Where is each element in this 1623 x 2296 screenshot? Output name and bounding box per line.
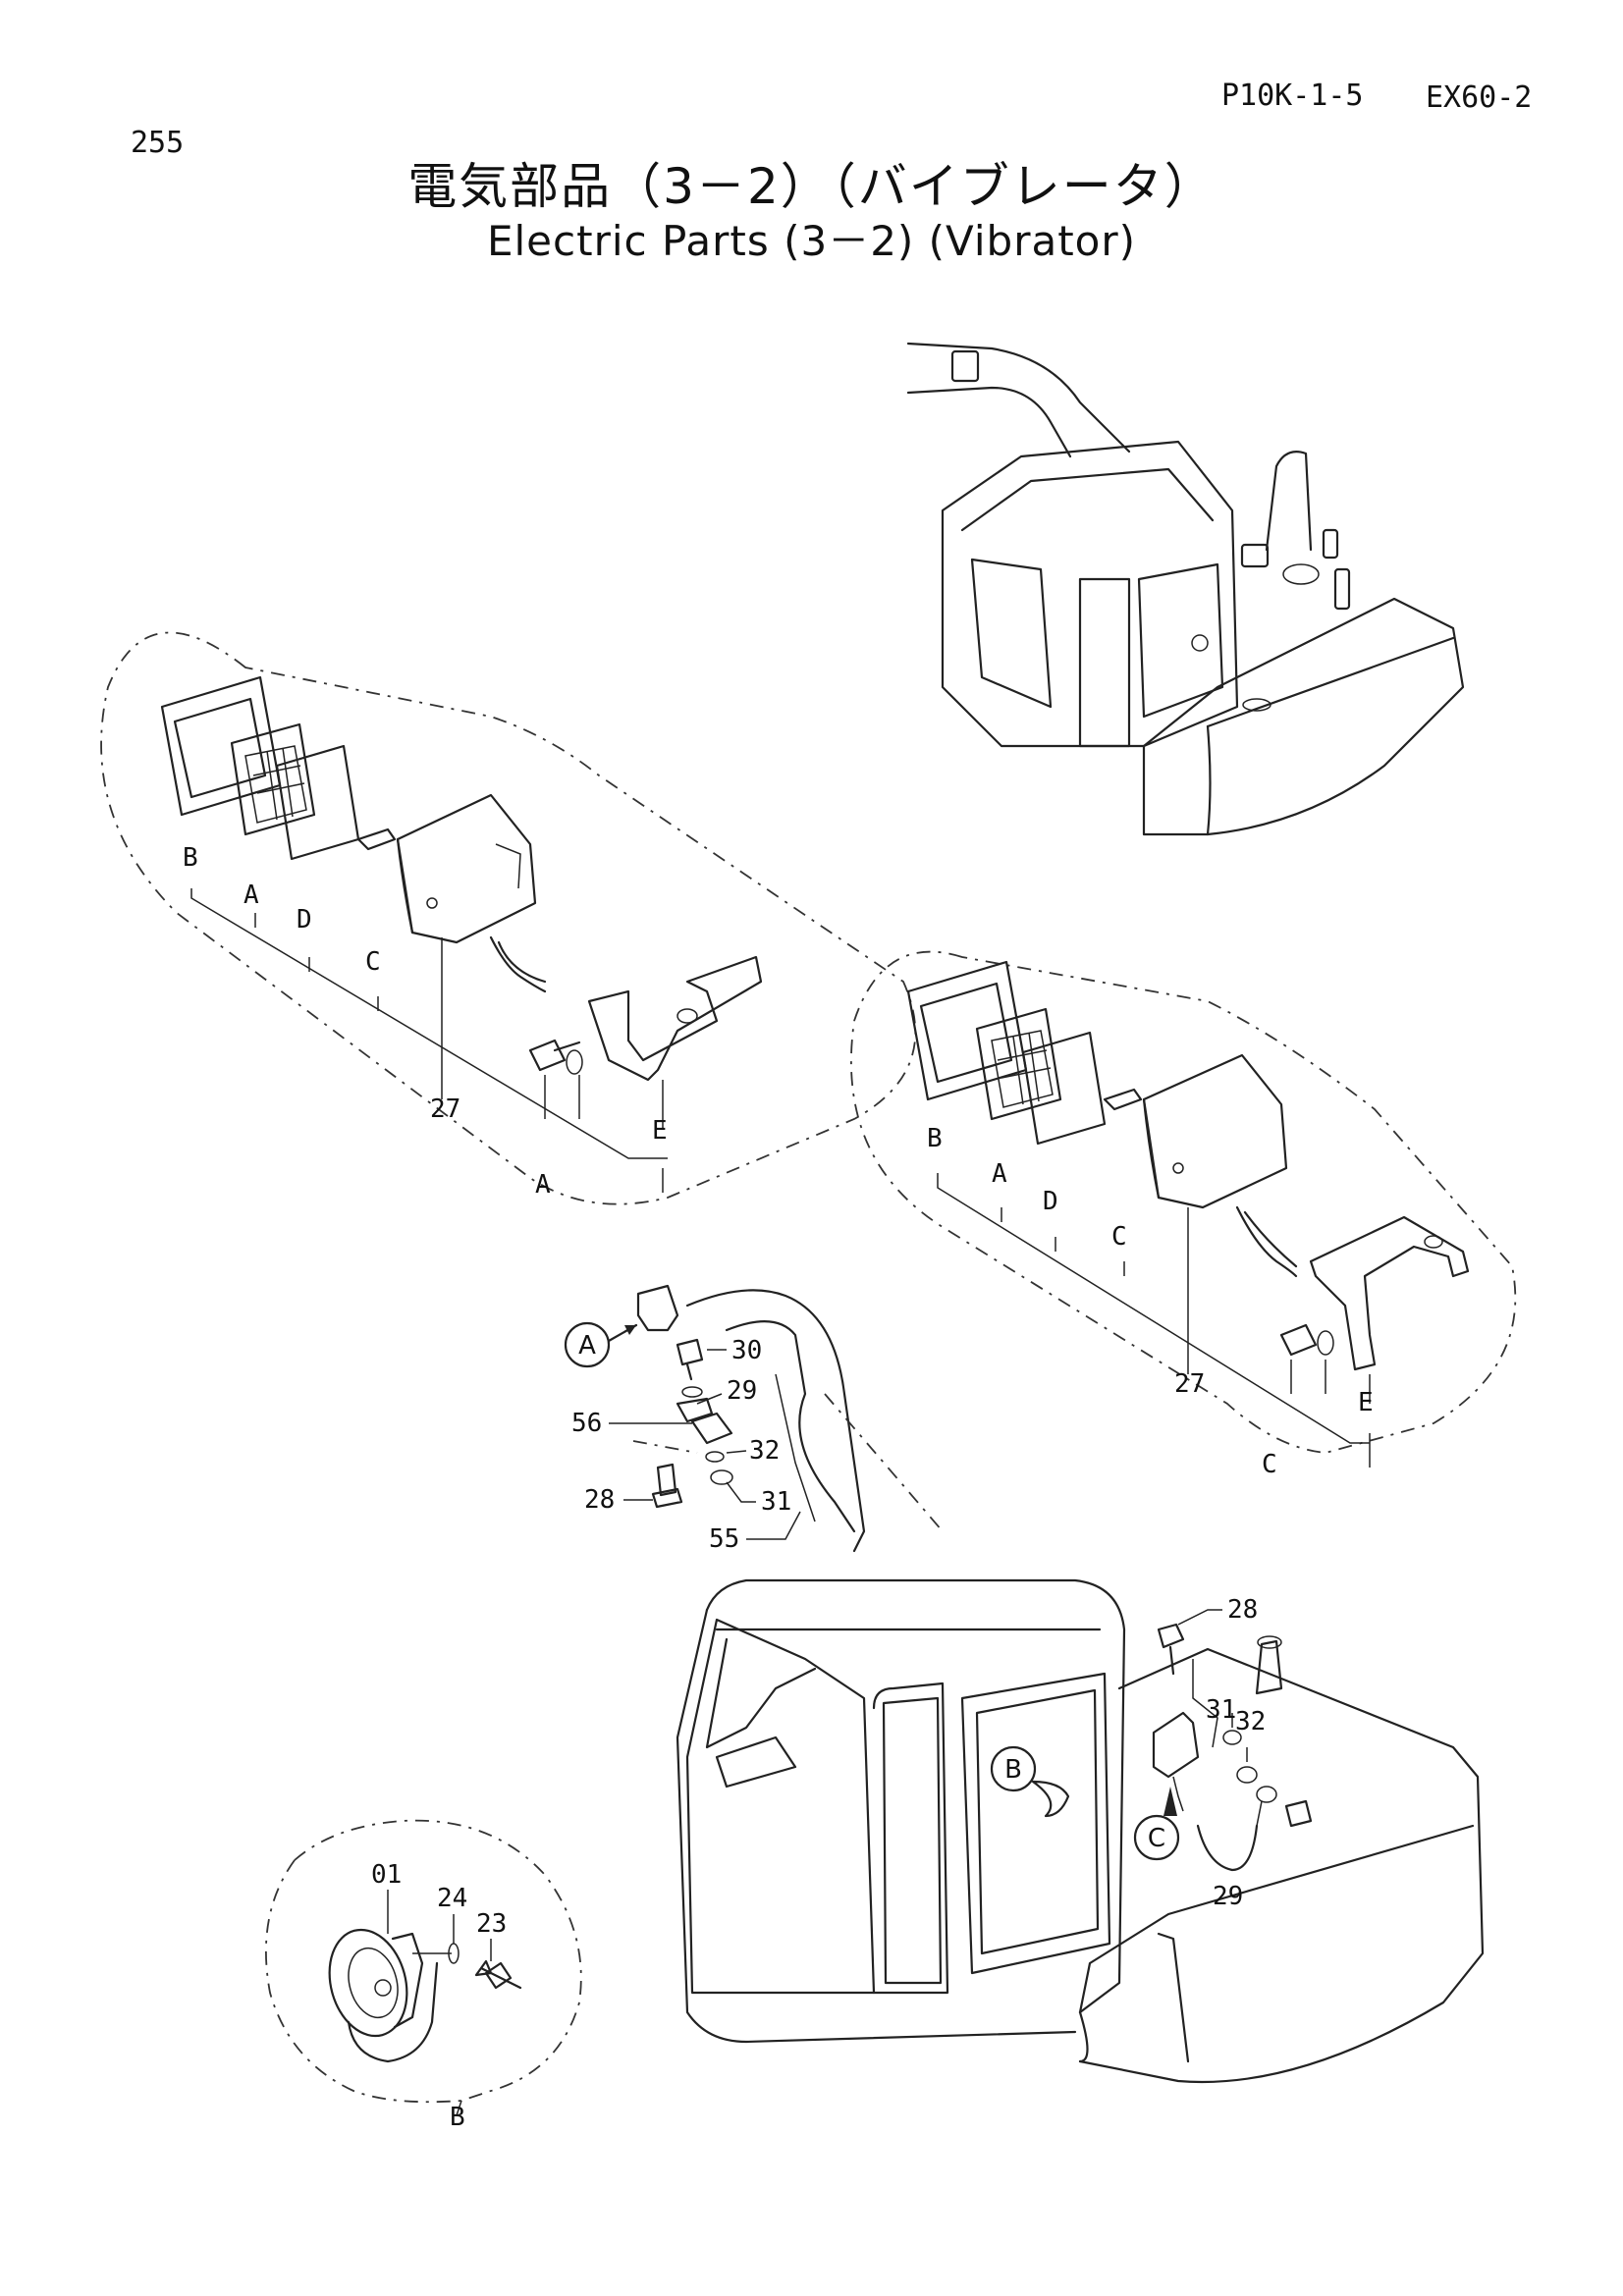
detail-c-label-d: D — [1043, 1187, 1058, 1216]
boom-part-31: 31 — [761, 1487, 791, 1517]
callout-b-circle — [990, 1745, 1037, 1792]
callout-a-circle — [564, 1321, 611, 1368]
detail-b-part-23: 23 — [476, 1909, 507, 1939]
detail-a-label-b: B — [183, 843, 198, 873]
machine-model: EX60-2 — [1426, 80, 1533, 115]
detail-c-part-27: 27 — [1174, 1369, 1205, 1399]
boom-part-29: 29 — [727, 1376, 757, 1406]
detail-a-label-d: D — [297, 905, 312, 934]
boom-part-55: 55 — [709, 1524, 739, 1554]
page-number: 255 — [131, 126, 185, 160]
detail-a-label-e: E — [652, 1116, 668, 1146]
page-title-japanese: 電気部品（3－2）（バイブレータ） — [407, 158, 1216, 215]
detail-c-label-c: C — [1111, 1222, 1127, 1252]
detail-c-label-b: B — [927, 1124, 943, 1153]
cab-upper-structure: 28 31 32 29 B C — [676, 1578, 1485, 2084]
catalog-code: P10K-1-5 — [1221, 79, 1364, 113]
detail-a-part-27: 27 — [430, 1095, 460, 1124]
callout-c-circle — [1133, 1814, 1180, 1861]
detail-c-view: B A D C 27 E C — [850, 950, 1517, 1479]
boom-part-56: 56 — [571, 1409, 602, 1438]
detail-b-group-label: B — [450, 2103, 465, 2132]
detail-b-part-24: 24 — [437, 1884, 467, 1913]
detail-a-label-c: C — [365, 947, 381, 977]
boom-part-28: 28 — [584, 1485, 615, 1515]
detail-c-label-e: E — [1358, 1388, 1374, 1417]
detail-a-group-label: A — [535, 1170, 551, 1200]
cab-part-31: 31 — [1206, 1695, 1236, 1725]
detail-b-view: 01 24 23 B — [265, 1819, 582, 2132]
cab-part-32: 32 — [1235, 1707, 1266, 1736]
detail-a-view: B A D C 27 E A — [100, 631, 917, 1205]
detail-c-group-label: C — [1262, 1450, 1277, 1479]
callout-a-label: A — [578, 1331, 596, 1361]
boom-part-30: 30 — [731, 1336, 762, 1365]
page-title-english: Electric Parts (3－2) (Vibrator) — [486, 217, 1137, 265]
excavator-overview — [906, 342, 1465, 836]
cab-part-28: 28 — [1227, 1595, 1258, 1625]
detail-c-label-a: A — [992, 1159, 1007, 1189]
boom-lamp-assembly: 30 29 56 32 28 31 55 A — [564, 1284, 944, 1554]
detail-b-part-01: 01 — [371, 1860, 402, 1890]
cab-part-29: 29 — [1213, 1882, 1243, 1911]
detail-a-label-a: A — [243, 881, 259, 910]
callout-c-label: C — [1148, 1824, 1165, 1853]
callout-b-label: B — [1004, 1755, 1022, 1785]
boom-part-32: 32 — [749, 1436, 780, 1466]
